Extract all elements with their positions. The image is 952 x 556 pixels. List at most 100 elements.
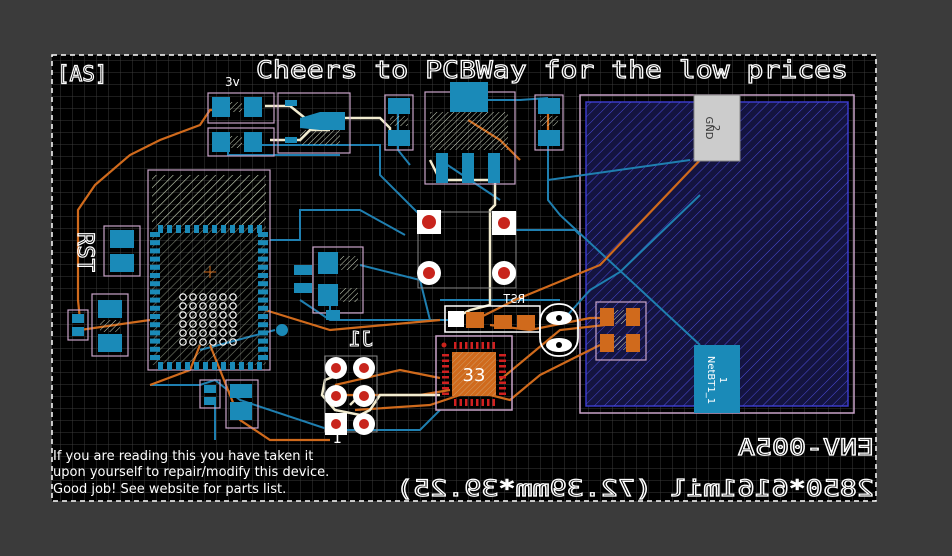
esp-pad-left xyxy=(150,264,160,270)
c-3v-pad-a xyxy=(212,97,230,117)
esp-pad-bottom xyxy=(230,362,235,370)
gnd-pad-name: GND xyxy=(703,117,714,140)
thermal-via xyxy=(179,329,187,337)
qfn-pin-right xyxy=(499,387,506,390)
esp-pad-top xyxy=(194,225,199,233)
qfn-pin-bottom xyxy=(481,399,484,406)
esp-pad-left xyxy=(150,314,160,319)
esp-pad-right xyxy=(258,330,268,336)
qfn-pin-bottom xyxy=(454,399,457,406)
chip-label: 33 xyxy=(463,365,486,386)
qfn-pin-top xyxy=(476,342,479,349)
esp-pad-left xyxy=(150,281,160,287)
esp-pad-top xyxy=(257,225,262,233)
battery-bat-pad: 1 NetBT1_1 xyxy=(694,345,740,413)
qfn-pin-bottom xyxy=(487,399,490,406)
esp-pad-bottom xyxy=(194,362,199,370)
esp-pad-left xyxy=(150,240,160,246)
vreg-pin-3 xyxy=(488,153,500,183)
header-j1 xyxy=(324,355,378,435)
thermal-via xyxy=(229,302,237,310)
c-2-pad-b xyxy=(244,132,262,152)
esp-pad-top xyxy=(230,225,235,233)
esp-pad-right xyxy=(258,289,268,295)
esp-pad-left xyxy=(150,273,160,278)
esp-pad-right xyxy=(258,305,268,311)
board-outline xyxy=(51,54,877,502)
esp-pad-bottom xyxy=(212,362,217,370)
thermal-via xyxy=(199,338,207,346)
qfn-pin-left xyxy=(442,387,449,390)
thermal-via xyxy=(229,329,237,337)
esp-pad-left xyxy=(150,338,160,344)
esp-pad-right xyxy=(258,240,268,246)
qfn-pin-top xyxy=(465,342,468,349)
r-pad-a xyxy=(388,98,410,114)
thermal-via xyxy=(179,320,187,328)
vreg-pin-1 xyxy=(436,153,448,183)
thermal-via xyxy=(189,329,197,337)
esp-thermal-vias xyxy=(179,293,237,346)
vreg-pin-2 xyxy=(462,153,474,183)
thermal-via xyxy=(189,320,197,328)
qfn-chip: 33 xyxy=(435,335,513,411)
middle-components xyxy=(294,246,364,320)
battery-gnd-pad: 2 GND xyxy=(693,94,741,162)
esp-pad-top xyxy=(248,225,253,233)
thermal-via xyxy=(209,329,217,337)
qfn-pin-left xyxy=(442,365,449,368)
esp-pad-left xyxy=(150,355,160,360)
thermal-via xyxy=(219,329,227,337)
thermal-via xyxy=(179,311,187,319)
esp-pad-right xyxy=(258,232,268,237)
qfn-pin-bottom xyxy=(459,399,462,406)
regulator-area xyxy=(207,82,564,185)
label-pin1: 1 xyxy=(333,429,342,447)
qfn-pin-right xyxy=(499,365,506,368)
thermal-via xyxy=(189,302,197,310)
thermal-via xyxy=(229,338,237,346)
bat-pad-name: NetBT1_1 xyxy=(705,356,716,404)
r2-pad-b xyxy=(538,130,560,146)
rst-button-right xyxy=(444,305,541,333)
esp-pad-left xyxy=(150,289,160,295)
thermal-via xyxy=(189,311,197,319)
thermal-via xyxy=(219,338,227,346)
esp-pad-bottom xyxy=(257,362,262,370)
crystal-caps xyxy=(595,301,647,361)
esp-pad-left xyxy=(150,256,160,262)
qfn-pin-bottom xyxy=(465,399,468,406)
esp-pad-top xyxy=(176,225,181,233)
esp-pad-top xyxy=(158,225,163,233)
c-3v-pad-b xyxy=(244,97,262,117)
thermal-via xyxy=(209,293,217,301)
thermal-via xyxy=(209,311,217,319)
mirrored-footer: 2850*6161mil (72.39mm*39.25) xyxy=(396,477,874,502)
r-pad-b xyxy=(388,130,410,146)
esp-pad-left xyxy=(150,322,160,328)
qfn-pins xyxy=(442,342,506,406)
rst-button-left xyxy=(103,225,141,277)
note-line-1: If you are reading this you have taken i… xyxy=(53,449,313,464)
thermal-via xyxy=(189,293,197,301)
thermal-via xyxy=(199,311,207,319)
mirrored-title: ENV-005A xyxy=(738,436,874,461)
note-line-3: Good job! See website for parts list. xyxy=(53,482,286,497)
esp-pad-left xyxy=(150,346,160,352)
esp-pad-bottom xyxy=(176,362,181,370)
label-rst-right: RST xyxy=(503,292,525,306)
esp-pad-right xyxy=(258,346,268,352)
thermal-via xyxy=(189,338,197,346)
esp-pad-right xyxy=(258,338,268,344)
esp-pad-bottom xyxy=(158,362,163,370)
gnd-pad-number: 2 xyxy=(710,125,721,131)
esp-module xyxy=(147,169,271,371)
thermal-via xyxy=(229,320,237,328)
esp-pad-right xyxy=(258,322,268,328)
esp-pad-left xyxy=(150,330,160,336)
through-holes xyxy=(417,210,517,289)
qfn-pin-right xyxy=(499,359,506,362)
esp-pad-bottom xyxy=(185,362,190,370)
c-2-pad-a xyxy=(212,132,230,152)
